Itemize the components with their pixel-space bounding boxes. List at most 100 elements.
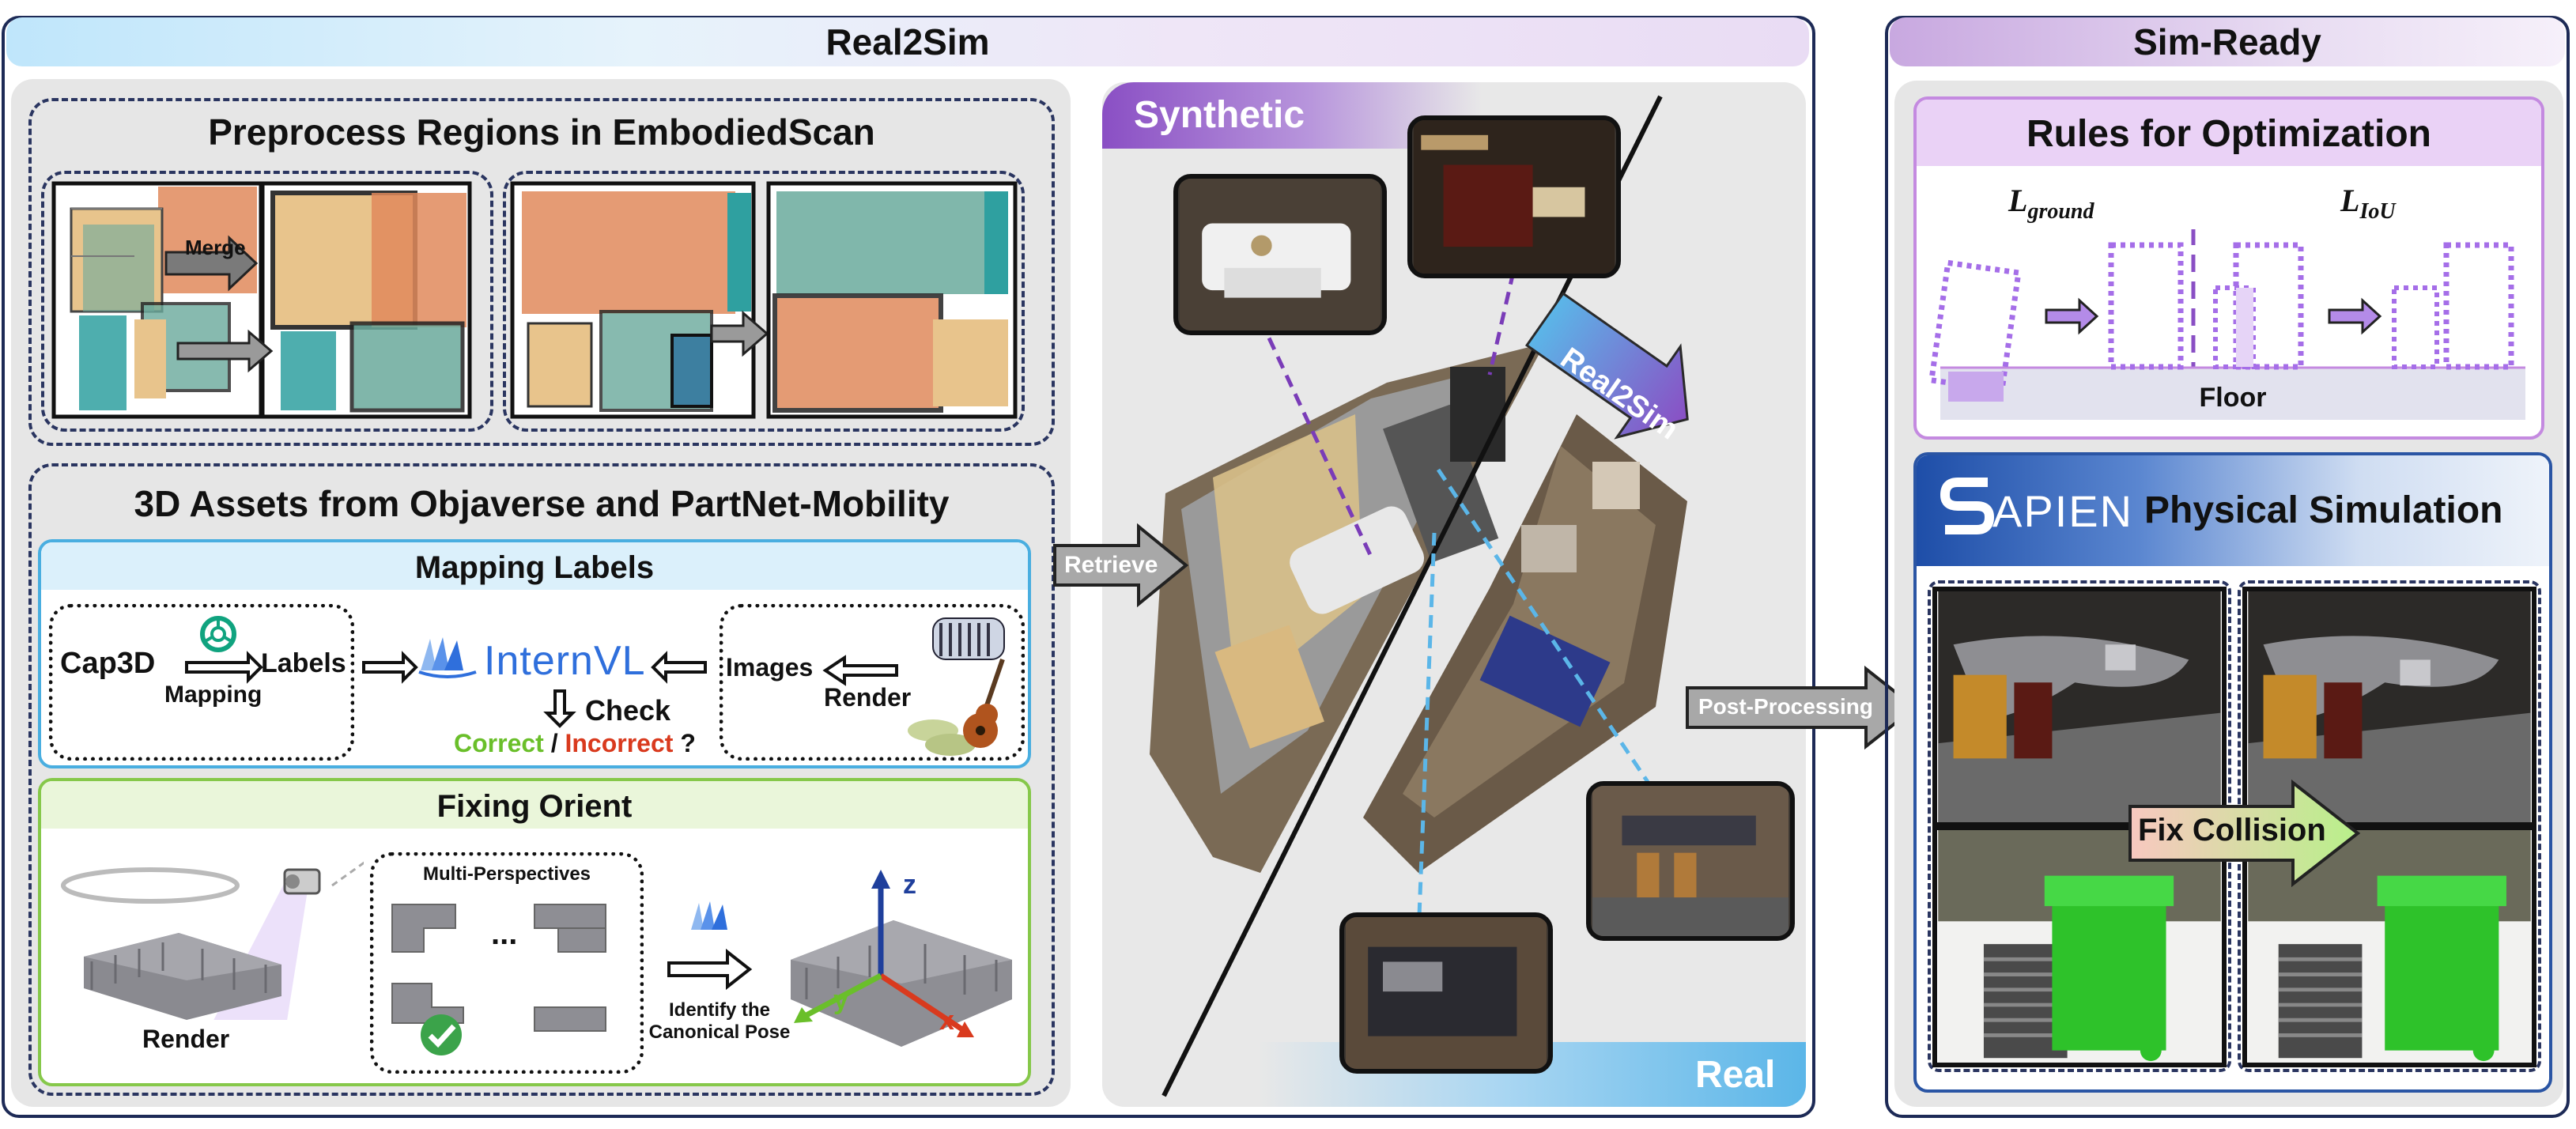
sim-ready-header-title: Sim-Ready [2133, 21, 2321, 62]
desk-before-fix-image [1932, 587, 2227, 827]
post-processing-arrow [1686, 665, 1918, 750]
region-map-after-merge [260, 181, 472, 419]
render-images-arrow [822, 655, 898, 686]
mapping-label: Mapping [164, 682, 263, 708]
preprocess-title: Preprocess Regions in EmbodiedScan [208, 111, 875, 153]
cap3d-mapping-group [49, 604, 354, 761]
rendered-objects-illustration [908, 617, 1005, 756]
fix-collision-arrow [2128, 779, 2361, 888]
internvl-logo-icon [418, 637, 477, 678]
identify-line-2: Canonical Pose [648, 1021, 791, 1043]
green-bin-icon [2377, 875, 2506, 1062]
real2sim-diagonal-arrow [1524, 292, 1689, 440]
real2sim-header-title: Real2Sim [825, 21, 990, 62]
sofa-render-illustration [84, 933, 281, 1020]
synthetic-thumbnail-desk [1407, 115, 1621, 278]
synthetic-room [1150, 343, 1545, 873]
multi-perspectives-group [370, 852, 644, 1074]
sim-ready-header-bar [1890, 17, 2565, 66]
orient-render-label: Render [142, 1025, 230, 1053]
canonical-pose-illustration [791, 870, 1012, 1047]
synthetic-connector-2 [1487, 271, 1516, 376]
synthetic-label: Synthetic [1134, 94, 1305, 136]
y-axis-arrow [794, 972, 882, 1023]
merge-example-group [41, 171, 493, 432]
axis-z-label: z [903, 870, 916, 900]
real-connector-2 [1436, 468, 1658, 795]
ground-arrow [2045, 297, 2099, 335]
bins-after-fix-image [2242, 825, 2536, 1067]
preprocess-section [28, 98, 1055, 446]
grounded-box-after [2108, 242, 2184, 370]
real-label: Real [1695, 1054, 1776, 1096]
retrieve-label: Retrieve [1064, 552, 1158, 578]
merge-label: Merge [185, 236, 246, 259]
real-thumbnail-kitchen [1586, 781, 1795, 941]
ellipsis-text: ... [491, 916, 517, 951]
correct-incorrect-line: Correct / Incorrect ? [454, 729, 696, 758]
multi-perspectives-label: Multi-Perspectives [422, 863, 591, 885]
assets-title: 3D Assets from Objaverse and PartNet-Mob… [134, 483, 950, 524]
green-bin-icon [2044, 875, 2174, 1062]
labels-label: Labels [261, 648, 346, 678]
internvl-label: InternVL [484, 638, 646, 684]
images-label: Images [726, 653, 814, 682]
region-map-before-merge [51, 181, 263, 419]
l-ground-subscript: ground [2027, 199, 2094, 224]
iou-arrow [2328, 297, 2382, 335]
floor-bar [1940, 368, 2525, 420]
optimization-rules-illustration [1928, 229, 2525, 420]
fixing-orient-title: Fixing Orient [436, 789, 633, 824]
real-thumbnail-bed [1339, 912, 1553, 1074]
perspective-views-illustration: ... [391, 904, 606, 1055]
axis-x-label: x [939, 1006, 954, 1036]
fixing-orient-header-bar [41, 781, 1028, 829]
pillow-icon [932, 617, 1005, 660]
render-label: Render [824, 683, 912, 712]
identify-label: Identify the Canonical Pose [648, 999, 791, 1044]
desk-after-fix-image [2242, 587, 2536, 827]
floor-label: Floor [2199, 383, 2267, 413]
post-processing-label: Post-Processing [1698, 694, 1873, 719]
fix-collision-label: Fix Collision [2138, 813, 2326, 848]
real-room [1363, 414, 1687, 873]
real2sim-header-bar [6, 17, 1809, 66]
physics-header-bar [1917, 455, 2549, 566]
synthetic-thumbnail-sofa [1173, 174, 1387, 335]
checkmark-icon [421, 1014, 462, 1055]
assets-section [28, 463, 1055, 1096]
bins-before-fix-image [1932, 825, 2227, 1067]
camera-icon [283, 868, 321, 895]
x-axis-arrow [879, 973, 974, 1037]
check-label: Check [585, 694, 671, 727]
retrieve-arrow [1053, 523, 1189, 608]
split-example-group [503, 171, 1025, 432]
mapping-arrows [185, 651, 707, 728]
region-maps-illustration [51, 181, 1018, 419]
region-map-before-split [510, 181, 756, 419]
guitar-icon [963, 659, 1005, 748]
rules-header-bar [1917, 100, 2541, 166]
grey-bin-icon [2278, 944, 2363, 1059]
mapping-labels-header-bar [41, 542, 1028, 590]
render-images-group [720, 604, 1025, 761]
slash-label: / [550, 729, 558, 757]
region-map-after-split [766, 181, 1018, 419]
physics-title: Physical Simulation [2144, 489, 2503, 531]
question-label: ? [680, 729, 696, 757]
openai-icon [200, 616, 236, 652]
identify-line-1: Identify the [668, 999, 770, 1021]
slippers-icon [908, 719, 976, 756]
sapien-s-icon [1940, 478, 1995, 534]
l-iou-subscript: IoU [2359, 199, 2396, 224]
correct-label: Correct [454, 729, 544, 757]
cap3d-label: Cap3D [60, 647, 156, 680]
l-ground-label: Lground [2008, 182, 2094, 225]
z-axis-arrow [871, 870, 890, 976]
identify-arrow [667, 948, 753, 991]
axis-y-label: y [833, 985, 848, 1015]
l-ground-base: L [2008, 183, 2028, 218]
l-iou-label: LIoU [2340, 182, 2396, 225]
sapien-logo-text: APIEN [1992, 486, 2134, 536]
rules-title: Rules for Optimization [2026, 113, 2431, 155]
